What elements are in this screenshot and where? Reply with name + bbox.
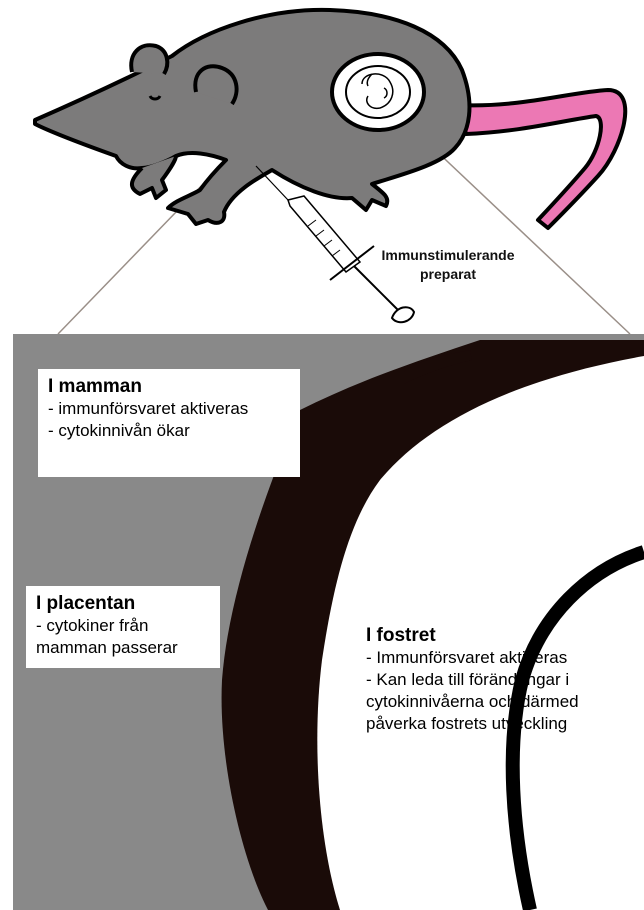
- mother-title: I mamman: [48, 375, 290, 398]
- mother-line-1: - immunförsvaret aktiveras: [48, 398, 290, 420]
- fetus-callout: I fostret - Immunförsvaret aktiveras - K…: [362, 618, 642, 741]
- placenta-line-2: mamman passerar: [36, 637, 210, 659]
- fetus-line-4: påverka fostrets utveckling: [366, 713, 638, 735]
- placenta-callout: I placentan - cytokiner från mamman pass…: [26, 586, 220, 668]
- syringe-label-line2: preparat: [360, 265, 536, 284]
- syringe-label-line1: Immunstimulerande: [360, 246, 536, 265]
- mother-callout: I mamman - immunförsvaret aktiveras - cy…: [38, 369, 300, 477]
- fetus-line-1: - Immunförsvaret aktiveras: [366, 647, 638, 669]
- fetus-title: I fostret: [366, 624, 638, 647]
- fetus-line-2: - Kan leda till förändringar i: [366, 669, 638, 691]
- fetus-line-3: cytokinnivåerna och därmed: [366, 691, 638, 713]
- syringe-label: Immunstimulerande preparat: [360, 246, 536, 284]
- mouse-ear-back: [131, 45, 167, 74]
- mother-line-2: - cytokinnivån ökar: [48, 420, 290, 442]
- placenta-title: I placentan: [36, 592, 210, 615]
- placenta-line-1: - cytokiner från: [36, 615, 210, 637]
- mouse-tail: [458, 90, 625, 228]
